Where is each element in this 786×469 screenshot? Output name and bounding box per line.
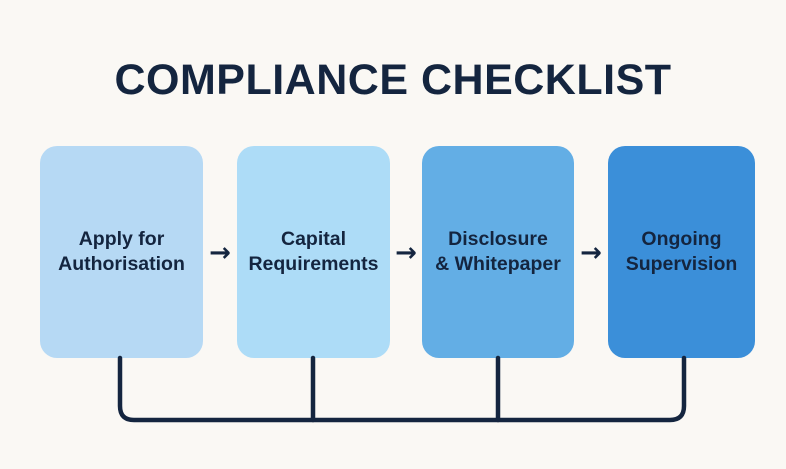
step-box-apply-for-authorisation[interactable]: Apply for Authorisation bbox=[40, 146, 203, 358]
step-label-4: Ongoing Supervision bbox=[625, 228, 738, 275]
arrow-right-icon-2: → bbox=[395, 238, 417, 268]
arrow-right-icon-3: → bbox=[580, 238, 602, 268]
arrow-right-icon-1: → bbox=[209, 238, 231, 268]
step-label-1: Apply for Authorisation bbox=[58, 228, 185, 275]
step-box-ongoing-supervision[interactable]: Ongoing Supervision bbox=[608, 146, 755, 358]
step-box-disclosure-whitepaper[interactable]: Disclosure & Whitepaper bbox=[422, 146, 574, 358]
step-label-2: Capital Requirements bbox=[248, 228, 379, 275]
step-label-3: Disclosure & Whitepaper bbox=[435, 228, 561, 275]
step-box-capital-requirements[interactable]: Capital Requirements bbox=[237, 146, 390, 358]
bracket-path bbox=[117, 355, 687, 423]
page-title: COMPLIANCE CHECKLIST bbox=[114, 56, 672, 104]
